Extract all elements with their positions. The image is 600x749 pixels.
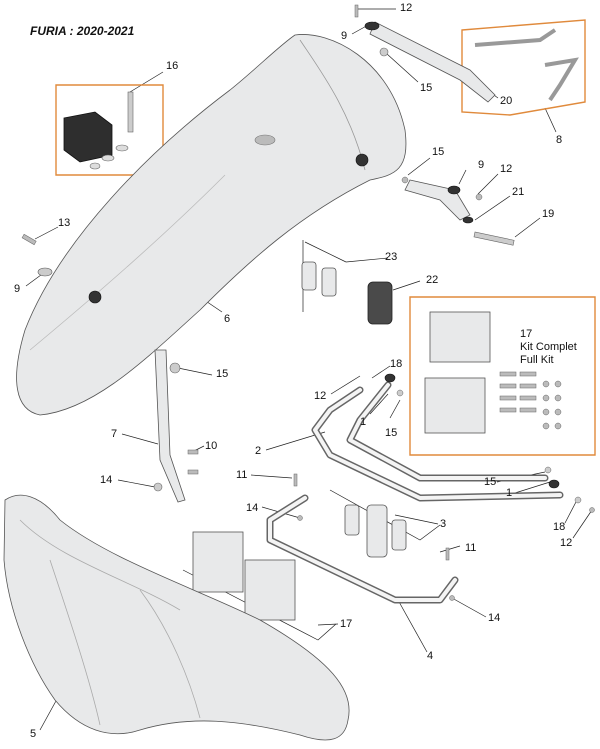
rubber-mount-part-16 <box>63 91 134 170</box>
callout-15: 15 <box>484 476 497 488</box>
callout-17: 17 <box>340 618 353 630</box>
callout-12: 12 <box>314 390 327 402</box>
full-kit-label: 17 Kit Complet Full Kit <box>520 328 577 367</box>
callout-12: 12 <box>500 163 513 175</box>
kit-blocks-part-17-lower <box>192 531 296 621</box>
callout-16: 16 <box>166 60 179 72</box>
callout-6: 6 <box>224 313 231 325</box>
callout-14: 14 <box>488 612 501 624</box>
callout-10: 10 <box>205 440 218 452</box>
fender-part-6 <box>16 34 407 416</box>
clips-part-23 <box>301 261 337 297</box>
callout-9: 9 <box>341 30 348 42</box>
fasteners-left <box>21 233 53 277</box>
callout-19: 19 <box>542 208 555 220</box>
callout-5: 5 <box>30 728 37 740</box>
model-title: FURIA : 2020-2021 <box>30 24 135 38</box>
callout-1: 1 <box>360 416 367 428</box>
kit-number: 17 <box>520 328 533 340</box>
callout-2: 2 <box>255 445 262 457</box>
bracket-part-8 <box>474 28 579 102</box>
full-kit-part-17 <box>424 311 562 434</box>
callout-9: 9 <box>14 283 21 295</box>
callout-15: 15 <box>216 368 229 380</box>
kit-label-fr: Kit Complet <box>520 341 577 353</box>
callout-15: 15 <box>385 427 398 439</box>
bracket-part-20 <box>354 4 496 103</box>
callout-12: 12 <box>560 537 573 549</box>
callout-20: 20 <box>500 95 513 107</box>
callout-21: 21 <box>512 186 525 198</box>
callout-23: 23 <box>385 251 398 263</box>
box-part-17-full-kit <box>409 296 596 456</box>
callout-7: 7 <box>111 428 118 440</box>
seat-cowl-part-5 <box>3 494 350 741</box>
rail-part-4 <box>266 473 459 604</box>
box-part-8 <box>461 19 586 116</box>
callout-12: 12 <box>400 2 413 14</box>
callout-14: 14 <box>246 502 259 514</box>
callout-8: 8 <box>556 134 563 146</box>
callout-15: 15 <box>432 146 445 158</box>
callout-11: 11 <box>465 542 477 554</box>
callout-3: 3 <box>440 518 447 530</box>
callout-9: 9 <box>478 159 485 171</box>
callout-4: 4 <box>427 650 434 662</box>
callout-18: 18 <box>553 521 566 533</box>
callout-11: 11 <box>236 469 248 481</box>
block-part-22 <box>367 281 393 325</box>
callout-14: 14 <box>100 474 113 486</box>
rail-part-2 <box>311 373 595 513</box>
callout-22: 22 <box>426 274 439 286</box>
clips-part-3 <box>344 504 407 558</box>
callout-1: 1 <box>506 487 513 499</box>
callout-18: 18 <box>390 358 403 370</box>
bracket-part-7 <box>153 349 199 503</box>
bracket-part-21 <box>401 176 515 246</box>
callout-15: 15 <box>420 82 433 94</box>
callout-13: 13 <box>58 217 71 229</box>
kit-label-en: Full Kit <box>520 354 554 366</box>
